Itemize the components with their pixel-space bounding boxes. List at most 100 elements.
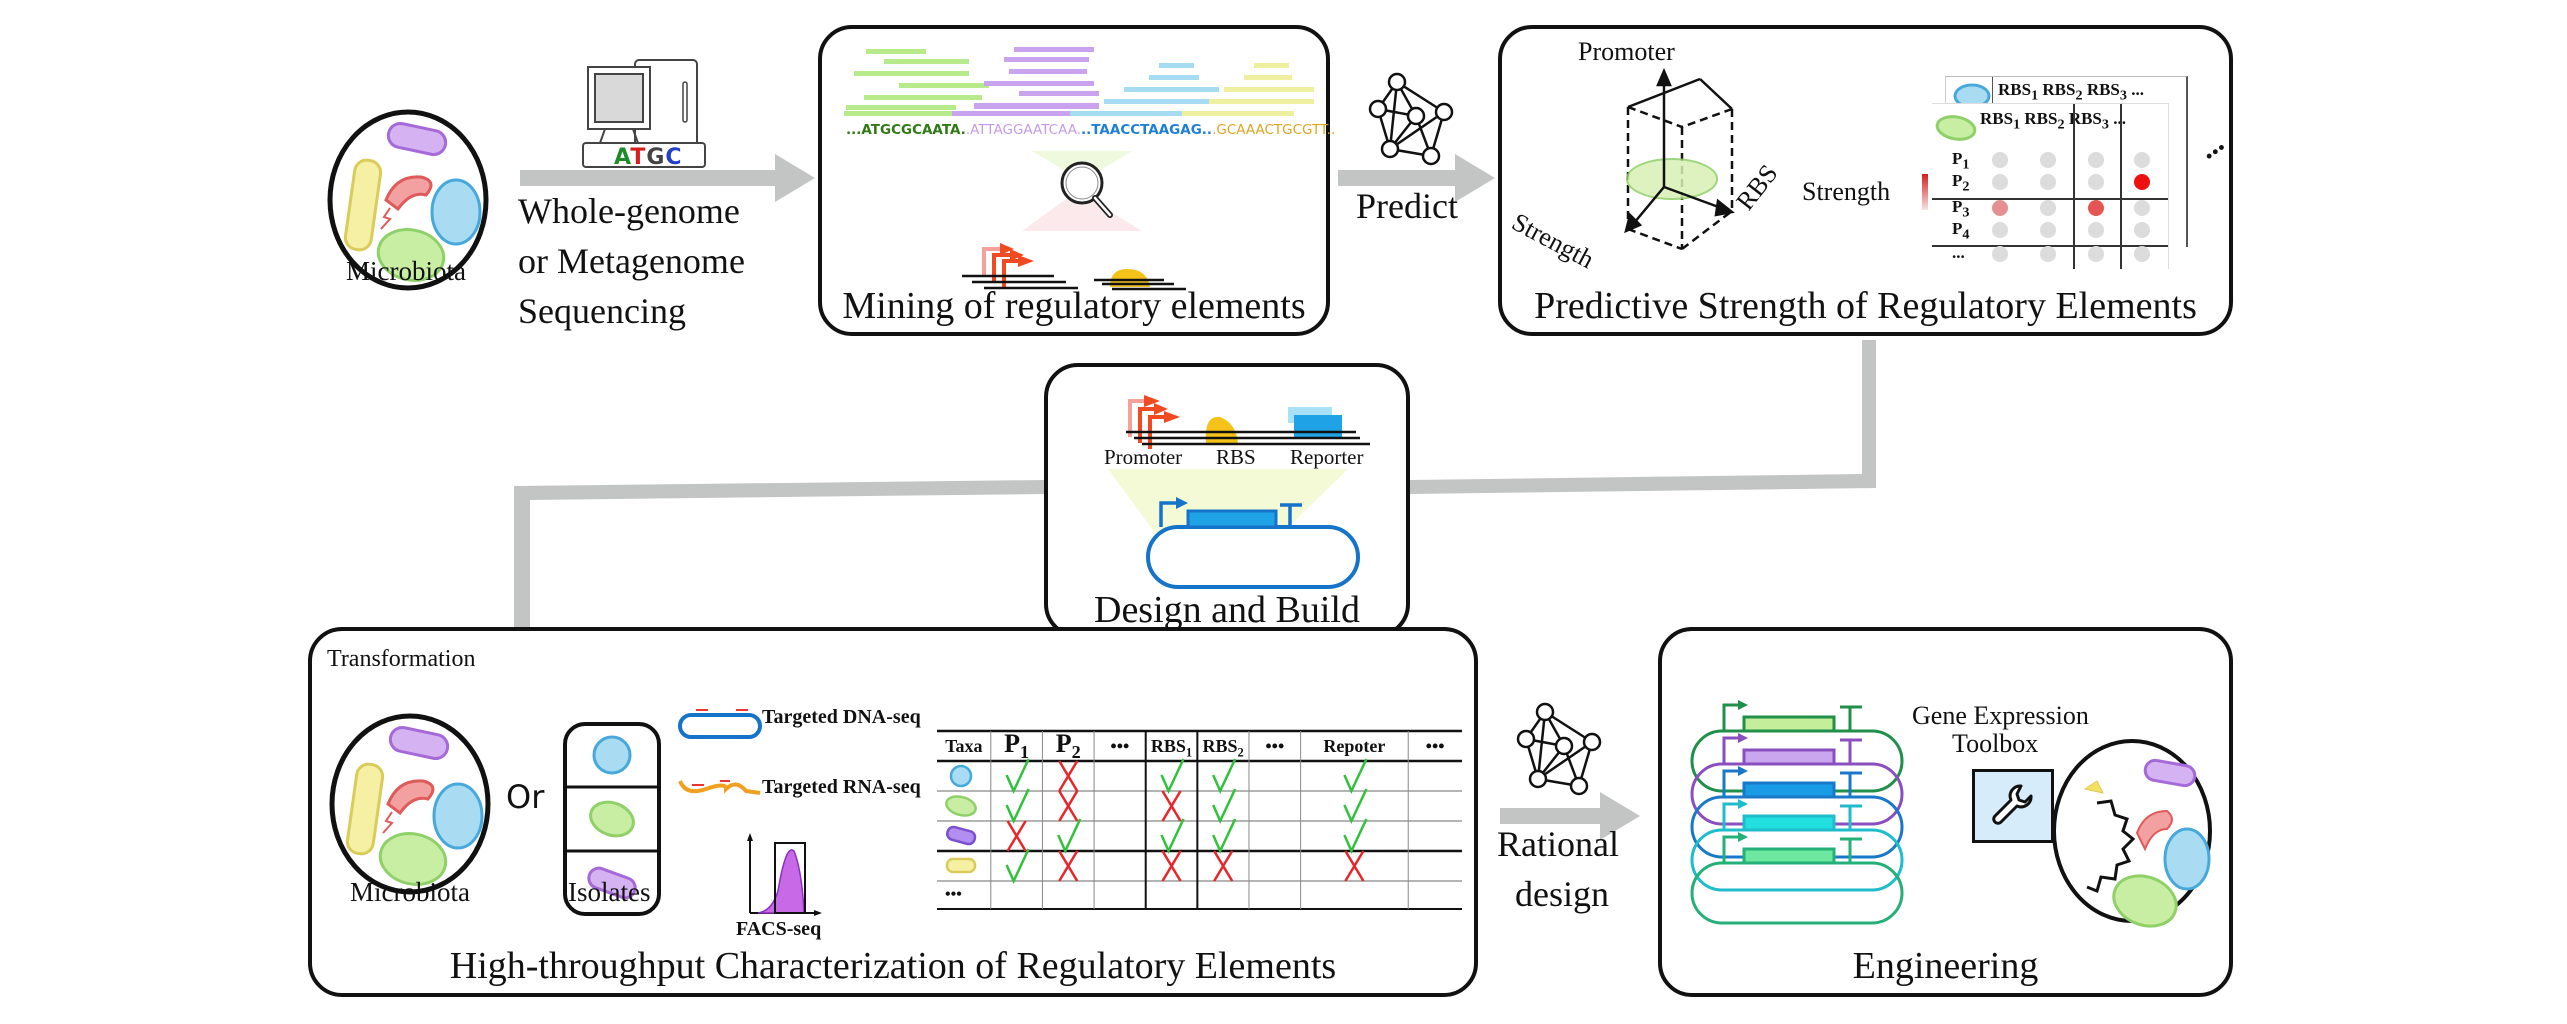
table-header-cell: RBS1 (1150, 736, 1193, 760)
cross-mark-icon (1344, 850, 1365, 882)
genome-sequence: ...ATGCGCAATA..ATTAGGAATCAA...TAACCTAAGA… (846, 122, 1335, 138)
sequencer-icon (582, 59, 706, 168)
strength-dot (1992, 174, 2008, 190)
predict-label: Predict (1356, 186, 1458, 226)
check-mark-icon (1160, 758, 1185, 795)
purple-reads (974, 47, 1099, 109)
strength-dot (2040, 174, 2056, 190)
red-bacterium (384, 175, 433, 212)
base-a: A (614, 145, 631, 170)
facs-histogram-icon (747, 833, 822, 916)
strength-dot (1992, 152, 2008, 168)
blue-reads (1104, 63, 1219, 104)
rational-label-line2: design (1515, 874, 1609, 914)
engineered-microbiota (2052, 739, 2212, 928)
part-label-promoter: Promoter (1104, 445, 1183, 469)
arrow-rational-design (1500, 792, 1640, 840)
sequence-segment-2: .ATTAGGAATCAA. (965, 122, 1081, 138)
engineering-panel: Gene Expression Toolbox Engineering (1658, 627, 2233, 997)
plasmid-stack (1690, 700, 1904, 925)
microbiota-label: Microbiota (346, 256, 466, 286)
microbiota-community (327, 109, 489, 291)
strength-dot (2134, 246, 2150, 262)
sequencer-atgc-label: ATGC (614, 147, 683, 169)
predictive-title: Predictive Strength of Regulatory Elemen… (1534, 285, 2197, 327)
table-header-cell: Repoter (1323, 736, 1386, 756)
strength-dot (1992, 222, 2008, 238)
design-panel: Promoter RBS Reporter Design and Build (1044, 363, 1410, 638)
yellow-reads (1209, 63, 1314, 104)
arrow-sequencing (520, 154, 815, 202)
expression-cassette (1722, 766, 1862, 799)
taxon-purple-rod-icon (946, 825, 977, 846)
table-header-cell: ••• (1265, 736, 1285, 756)
table-header-cell: ••• (1110, 736, 1130, 756)
sequencing-label-line2: or Metagenome (518, 241, 745, 281)
check-mark-icon (1343, 788, 1368, 825)
transformation-label: Transformation (327, 646, 476, 672)
taxon-green-oval (1935, 115, 1977, 141)
parts-assembly-icon (1126, 395, 1370, 449)
taxon-green-oval-icon (945, 795, 977, 817)
regulatory-elements-icon (962, 243, 1186, 291)
cross-mark-icon (1006, 820, 1027, 852)
toolbox-label-line2: Toolbox (1952, 729, 2039, 758)
flagellum (380, 207, 392, 230)
method-rna-seq: Targeted RNA-seq (762, 776, 921, 798)
wrench-icon (1992, 784, 2033, 825)
cross-mark-icon (1058, 850, 1079, 882)
strength-dot (2088, 174, 2104, 190)
microbiota-community-2 (329, 713, 491, 895)
strength-dot (2040, 152, 2056, 168)
taxon-blue-coccus-icon (949, 764, 973, 788)
toolbox-label-line1: Gene Expression (1912, 701, 2089, 730)
predictive-panel: Promoter RBS Strength Strength RBS1 RBS2… (1498, 25, 2233, 336)
neural-network-icon-predict (1368, 72, 1454, 166)
strength-dot (1992, 246, 2008, 262)
reporter-glyph (1294, 415, 1342, 439)
strength-dot (1992, 200, 2008, 216)
table-header-cell: P2 (1055, 729, 1081, 763)
strength-dot (2088, 222, 2104, 238)
neural-network-icon-rational (1516, 702, 1602, 796)
strength-dot (2040, 246, 2056, 262)
strength-dot (2088, 200, 2104, 216)
strength-dot (2134, 222, 2150, 238)
table-header-cell: RBS2 (1202, 736, 1244, 760)
3d-axes-plot (1624, 67, 1735, 251)
characterization-title: High-throughput Characterization of Regu… (449, 945, 1337, 987)
promoter-row-label: P3 (1952, 197, 1970, 221)
engineering-title: Engineering (1852, 945, 2039, 987)
characterization-panel: Transformation Microbiota Or Isolates Ta… (308, 627, 1478, 997)
or-label: Or (506, 778, 545, 816)
expression-cassette (1722, 832, 1862, 865)
sequence-segment-1: ...ATGCGCAATA. (846, 122, 966, 138)
sequencing-reads-pileup (844, 47, 1314, 116)
yellow-rod-bacterium (343, 158, 383, 252)
expression-cassette (1722, 799, 1862, 832)
mining-title: Mining of regulatory elements (842, 285, 1306, 327)
check-mark-icon (1343, 758, 1368, 795)
toolbox-box (1972, 769, 2054, 843)
part-label-rbs: RBS (1216, 445, 1256, 469)
sequencing-label-line3: Sequencing (518, 291, 686, 331)
strength-dot (2088, 152, 2104, 168)
front-header: RBS1 RBS2 RBS3 ... (1980, 109, 2126, 133)
cross-mark-icon (1213, 850, 1234, 882)
plasmid-construct-icon (1108, 469, 1360, 589)
green-oval-bacterium (376, 228, 446, 282)
part-label-reporter: Reporter (1290, 445, 1364, 469)
table-header-cell: P1 (1004, 729, 1030, 763)
plasmid-backbone (1690, 861, 1904, 925)
strength-dot (2088, 246, 2104, 262)
arrow-predict (1338, 154, 1495, 202)
promoter-glyphs (982, 243, 1034, 287)
design-title: Design and Build (1094, 589, 1360, 631)
base-g: G (646, 145, 666, 170)
axis-label-promoter: Promoter (1578, 37, 1675, 66)
table-more-rows: ••• (945, 886, 962, 903)
strength-dot (2040, 200, 2056, 216)
method-dna-seq: Targeted DNA-seq (762, 706, 921, 728)
purple-rod-bacterium (386, 121, 448, 157)
microbiota-label-2: Microbiota (350, 877, 470, 907)
